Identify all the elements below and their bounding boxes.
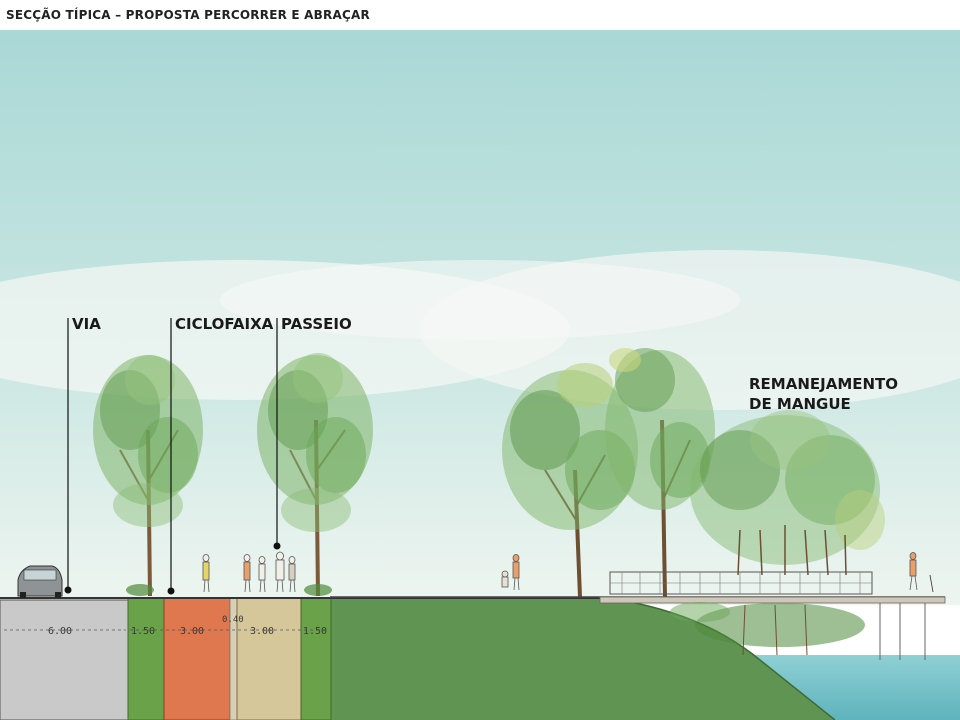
label-mangue-line1: REMANEJAMENTO — [749, 375, 899, 393]
leader-dot-passeio — [273, 542, 281, 550]
dim-verge-right: 1.50 — [303, 626, 327, 637]
dim-via: 6.00 — [48, 626, 72, 637]
cycle-lane-block — [163, 597, 231, 720]
verge-left-block — [127, 597, 165, 720]
dim-sidewalk: 3.00 — [250, 626, 274, 637]
dim-separator: 0.40 — [222, 615, 244, 625]
pedestrian-group — [501, 552, 934, 593]
verge-right-block — [300, 597, 332, 720]
tree — [257, 353, 373, 597]
tree — [93, 355, 203, 597]
label-passeio: PASSEIO — [281, 315, 352, 333]
label-via: VIA — [72, 315, 101, 333]
sidewalk-block — [236, 597, 302, 720]
page-title: SECÇÃO TÍPICA – PROPOSTA PERCORRER E ABR… — [6, 8, 370, 22]
boardwalk — [330, 571, 946, 660]
pedestrian-group — [202, 551, 296, 593]
label-mangue: REMANEJAMENTO DE MANGUE — [749, 374, 898, 414]
leader-dot-ciclofaixa — [167, 587, 175, 595]
label-mangue-line2: DE MANGUE — [749, 395, 851, 413]
label-ciclofaixa: CICLOFAIXA — [175, 315, 274, 333]
mangrove-canopy — [690, 410, 885, 576]
tree — [605, 348, 715, 598]
dim-verge-left: 1.50 — [131, 626, 155, 637]
cloud — [220, 260, 740, 340]
mangrove-reflection — [670, 602, 865, 656]
car — [17, 565, 63, 598]
leader-dot-via — [64, 586, 72, 594]
dim-cycle: 3.00 — [180, 626, 204, 637]
road-block — [0, 599, 129, 720]
